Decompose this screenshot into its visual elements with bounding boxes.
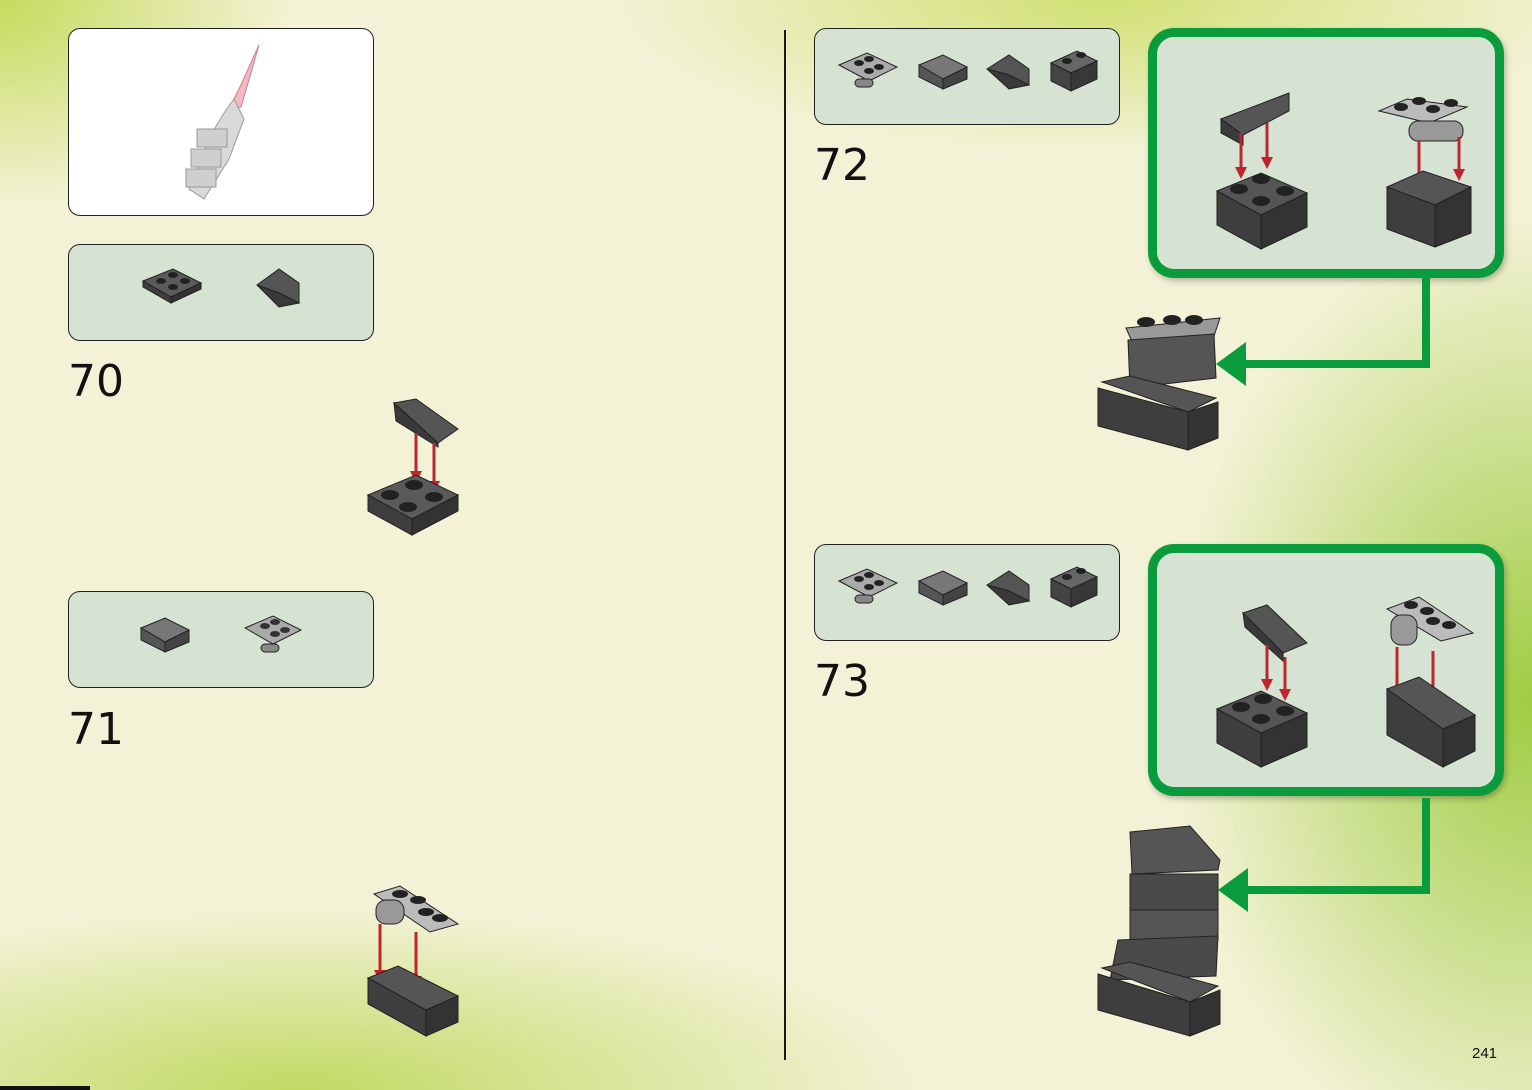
- hinge-brick-icon: [919, 55, 967, 89]
- parts-icons-72: [815, 29, 1121, 126]
- assembly-71-icon: [360, 884, 470, 1044]
- step-number-71: 71: [68, 708, 124, 752]
- hinge-plate-icon: [245, 616, 301, 652]
- step-number-70: 70: [68, 360, 124, 404]
- page-divider: [784, 30, 786, 1060]
- parts-panel-70: [68, 244, 374, 341]
- hinge-brick-icon: [141, 618, 189, 652]
- step-number-72: 72: [814, 144, 870, 188]
- result-73-icon: [1090, 790, 1490, 1042]
- parts-icons-70: [69, 245, 375, 342]
- bottom-edge-mark: [0, 1086, 90, 1090]
- preview-panel: [68, 28, 374, 216]
- page-number: 241: [1472, 1045, 1497, 1062]
- hinge-plate-icon: [839, 53, 897, 87]
- hinge-brick-icon: [919, 571, 967, 605]
- step-number-73: 73: [814, 660, 870, 704]
- plate-2x2-icon: [143, 269, 201, 303]
- result-72-icon: [1090, 270, 1490, 460]
- sub-assembly-callout-73: [1148, 544, 1504, 796]
- parts-icons-73: [815, 545, 1121, 642]
- assembly-70-icon: [360, 395, 470, 545]
- model-preview-icon: [69, 29, 375, 217]
- parts-panel-71: [68, 591, 374, 688]
- slope-brick-icon: [987, 571, 1029, 605]
- slope-brick-icon: [257, 269, 299, 307]
- sub-assembly-72-icon: [1157, 37, 1495, 269]
- parts-icons-71: [69, 592, 375, 689]
- sub-assembly-73-icon: [1157, 553, 1495, 787]
- parts-panel-72: [814, 28, 1120, 125]
- hinge-plate-icon: [839, 569, 897, 603]
- parts-panel-73: [814, 544, 1120, 641]
- slope-brick-icon: [987, 55, 1029, 89]
- brick-1x2-icon: [1051, 567, 1097, 607]
- sub-assembly-callout-72: [1148, 28, 1504, 278]
- brick-1x2-icon: [1051, 51, 1097, 91]
